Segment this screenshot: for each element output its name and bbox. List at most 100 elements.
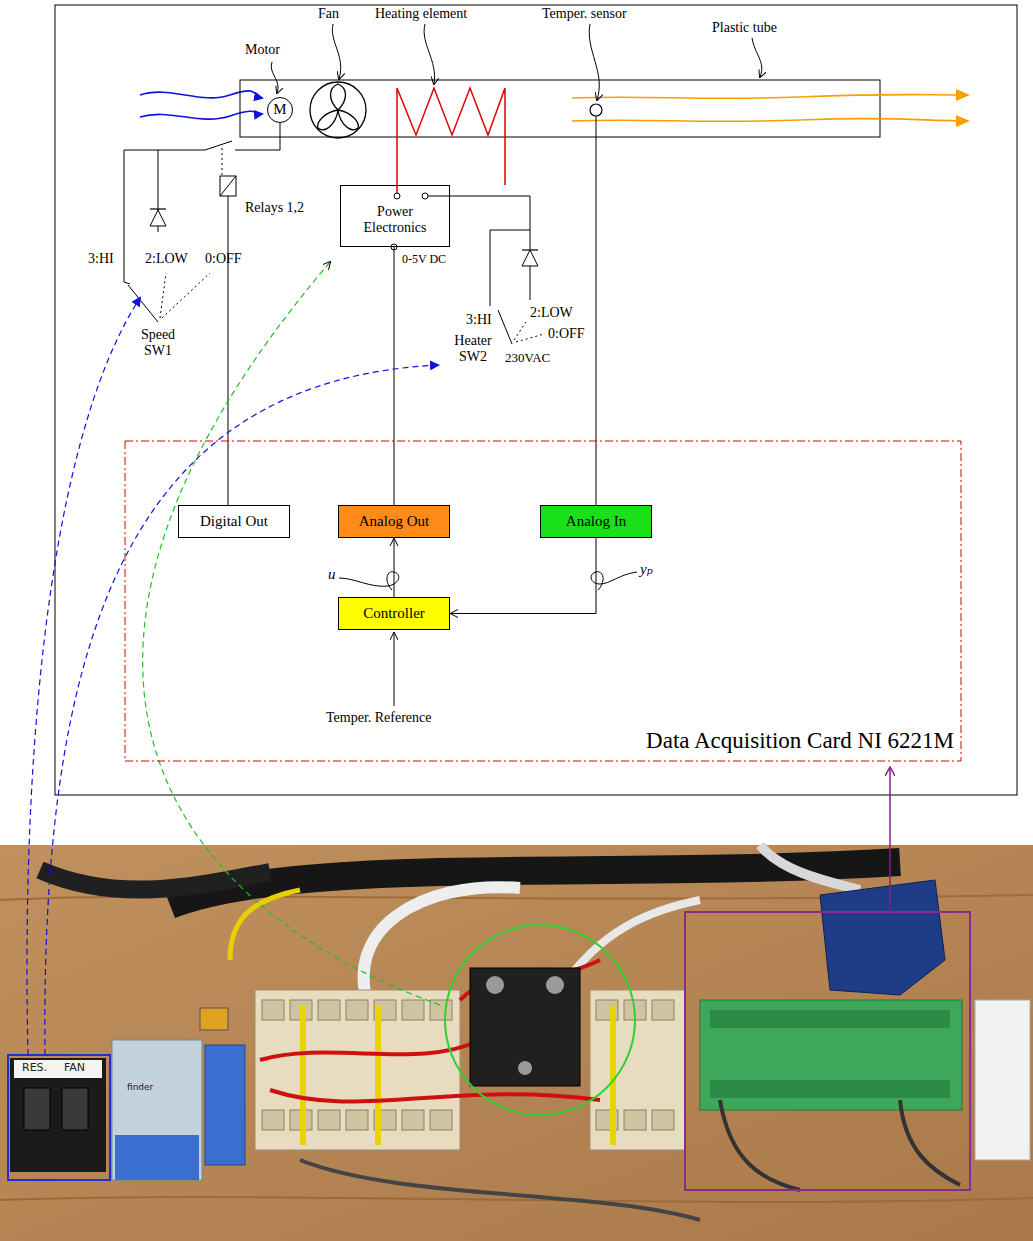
photo bbox=[402, 1110, 424, 1130]
photo bbox=[430, 1110, 452, 1130]
photo bbox=[262, 1000, 284, 1020]
callout-curves bbox=[889, 768, 891, 912]
daq-card-region: Data Acquisition Card NI 6221M Digital Ou… bbox=[124, 440, 962, 762]
photo bbox=[40, 870, 270, 890]
heater-wiring bbox=[498, 310, 512, 344]
photo bbox=[115, 1135, 199, 1180]
signal-wire bbox=[394, 538, 395, 597]
power-terminals bbox=[394, 193, 400, 199]
photo-text: RES. bbox=[22, 1062, 47, 1075]
motor-wiring bbox=[205, 141, 232, 150]
photo bbox=[430, 1000, 452, 1020]
speed-switch bbox=[128, 273, 210, 322]
label: Temper. sensor bbox=[542, 6, 627, 22]
heating-element bbox=[397, 88, 505, 193]
photo bbox=[346, 1000, 368, 1020]
diode-symbol bbox=[150, 210, 166, 226]
photo bbox=[710, 1080, 950, 1098]
label: Plastic tube bbox=[712, 20, 777, 36]
air-inflow bbox=[140, 111, 262, 119]
label: Heater SW2 bbox=[448, 333, 498, 365]
air-outflow bbox=[572, 95, 968, 122]
photo bbox=[14, 1060, 102, 1078]
node-text: Power Electronics bbox=[354, 204, 436, 236]
label: u bbox=[328, 566, 336, 583]
digital-out-box: Digital Out bbox=[178, 505, 290, 538]
photo bbox=[318, 1110, 340, 1130]
photo bbox=[230, 890, 300, 960]
leader-lines bbox=[332, 24, 340, 79]
label: 2:LOW bbox=[530, 305, 573, 321]
photo bbox=[820, 880, 945, 995]
fan-symbol bbox=[318, 110, 338, 130]
photo bbox=[518, 1061, 532, 1075]
analog-in-box: Analog In bbox=[540, 505, 652, 538]
label: 0:OFF bbox=[548, 326, 585, 342]
speed-switch bbox=[160, 273, 166, 318]
label: 3:HI bbox=[88, 251, 114, 267]
photo bbox=[205, 1045, 245, 1165]
power-electronics-box: Power Electronics bbox=[340, 185, 450, 247]
photo bbox=[624, 1110, 646, 1130]
arrow-head bbox=[390, 538, 398, 546]
photo bbox=[652, 1000, 674, 1020]
photo bbox=[24, 1088, 50, 1130]
photo bbox=[402, 1000, 424, 1020]
photo bbox=[700, 1000, 962, 1110]
label: 230VAC bbox=[505, 351, 550, 366]
signal-loops bbox=[591, 572, 637, 590]
photo-text: FAN bbox=[64, 1062, 85, 1075]
signal-wire bbox=[450, 538, 596, 614]
callout-curves bbox=[45, 365, 438, 1055]
heater-wiring bbox=[530, 266, 531, 300]
leader-lines bbox=[271, 62, 278, 93]
photo bbox=[710, 1010, 950, 1098]
photo-text: finder bbox=[127, 1082, 153, 1092]
photo bbox=[8, 1055, 110, 1180]
label: 3:HI bbox=[466, 312, 492, 328]
diode-symbol bbox=[150, 208, 166, 209]
leader-lines bbox=[424, 24, 434, 84]
label: 0:OFF bbox=[205, 251, 242, 267]
label: Motor bbox=[245, 42, 280, 58]
frame bbox=[55, 5, 1017, 795]
temperature-sensor bbox=[590, 104, 602, 116]
motor-wiring bbox=[222, 148, 223, 176]
speed-switch bbox=[128, 285, 158, 322]
fan-symbol bbox=[331, 84, 346, 110]
motor-wiring bbox=[228, 196, 229, 505]
heater-wiring bbox=[516, 334, 544, 342]
photo bbox=[300, 1005, 306, 1145]
photo bbox=[445, 925, 635, 1115]
photo bbox=[546, 976, 564, 994]
photo bbox=[375, 1005, 381, 1145]
label: yₚ bbox=[640, 561, 653, 578]
photo bbox=[590, 990, 685, 1150]
motor-wiring bbox=[124, 150, 205, 282]
photo bbox=[720, 1100, 800, 1190]
photo bbox=[560, 900, 700, 990]
controller-box: Controller bbox=[338, 597, 450, 630]
photo bbox=[652, 1110, 674, 1130]
frame bbox=[55, 5, 1017, 795]
card-title: Data Acquisition Card NI 6221M bbox=[646, 728, 954, 754]
photo bbox=[710, 1010, 950, 1028]
motor-wiring bbox=[220, 176, 236, 196]
callout-curves bbox=[27, 262, 890, 1055]
photo bbox=[112, 1040, 202, 1180]
photo bbox=[0, 1197, 1033, 1202]
heating-element bbox=[397, 88, 505, 193]
air-inflow bbox=[140, 91, 262, 98]
temperature-sensor bbox=[590, 104, 602, 505]
analog-out-box: Analog Out bbox=[338, 505, 450, 538]
photo bbox=[610, 1005, 616, 1145]
fan-symbol bbox=[310, 82, 366, 138]
heater-wiring bbox=[514, 322, 526, 340]
photo bbox=[62, 1088, 88, 1130]
photo bbox=[900, 1100, 960, 1185]
callout-curves bbox=[143, 262, 440, 1005]
speed-switch bbox=[162, 273, 210, 318]
